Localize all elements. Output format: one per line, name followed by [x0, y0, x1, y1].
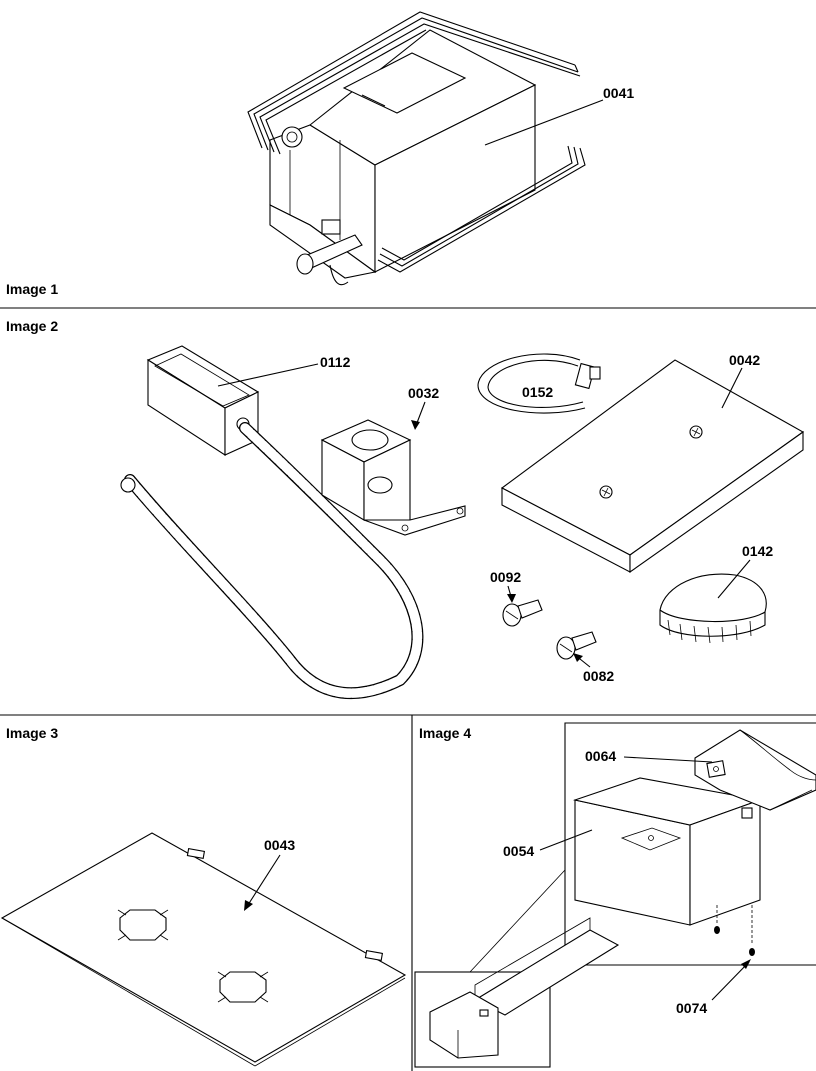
screw-0082	[556, 631, 597, 660]
section-title-image-3: Image 3	[6, 725, 58, 741]
leader-0142	[717, 559, 751, 599]
leader-0112	[217, 363, 319, 387]
callout-0074: 0074	[676, 1000, 707, 1016]
rail-clip	[741, 807, 753, 819]
flexible-conduit	[125, 423, 423, 698]
screws-0074	[714, 905, 755, 956]
wraparound-tubing	[247, 11, 586, 273]
knockout-1	[119, 909, 167, 941]
section-title-image-2: Image 2	[6, 318, 58, 334]
plug-cap-0142	[659, 573, 767, 644]
leader-0054	[539, 829, 593, 851]
plate-top	[0, 832, 407, 1063]
tube-connector	[281, 126, 303, 148]
screw-shank-0082	[571, 631, 597, 651]
knockout-2	[219, 971, 267, 1003]
pipe-elbow	[329, 264, 349, 286]
leader-0043	[245, 854, 281, 909]
callout-0142: 0142	[742, 543, 773, 559]
leader-0064	[623, 756, 713, 763]
rail-0064-top	[694, 729, 816, 811]
box-top-window	[342, 52, 467, 114]
arrow-0043	[244, 900, 253, 911]
bracket-hole-back	[367, 476, 393, 494]
strap-outer	[477, 353, 586, 414]
callout-0032: 0032	[408, 385, 439, 401]
cover-panel-0042	[500, 359, 805, 574]
callout-0152: 0152	[522, 384, 553, 400]
callout-0043: 0043	[264, 837, 295, 853]
bracket-flange	[363, 505, 466, 536]
pipe-end	[296, 253, 314, 275]
callout-0054: 0054	[503, 843, 534, 859]
screw-0092	[502, 599, 543, 627]
leader-0042	[721, 367, 743, 409]
plate-tab-1	[186, 848, 206, 859]
arrow-0082	[573, 653, 583, 662]
callout-0092: 0092	[490, 569, 521, 585]
callout-0064: 0064	[585, 748, 616, 764]
cap-rim	[659, 609, 766, 623]
box-bottom	[269, 204, 377, 279]
detail-bracket-0054	[572, 777, 763, 926]
strap-tab	[589, 366, 601, 380]
rail-pad	[706, 760, 726, 778]
detail-frame	[564, 722, 816, 965]
arrow-0092	[507, 594, 516, 603]
callout-0042: 0042	[729, 352, 760, 368]
callout-0112: 0112	[320, 354, 351, 370]
screw-0074-b	[749, 948, 755, 956]
arrow-0074	[741, 959, 751, 969]
cap-tabs	[667, 619, 752, 644]
overview-frame	[414, 971, 551, 1068]
conduit-end	[120, 477, 136, 493]
zoom-line-1	[469, 869, 566, 973]
screw-0074-a	[714, 926, 720, 934]
bracket-hole-top	[351, 429, 389, 451]
panel-side	[629, 430, 804, 574]
terminal-slot	[321, 219, 341, 235]
window-mark	[361, 94, 386, 107]
cap-body	[659, 573, 767, 637]
leader-0041	[484, 99, 604, 146]
junction-box-0112	[146, 345, 260, 457]
base-plate-0043	[0, 832, 407, 1067]
bracket-0054-side	[689, 799, 761, 926]
section-title-image-1: Image 1	[6, 281, 58, 297]
clamp-strap-0152	[477, 353, 601, 414]
callout-0082: 0082	[583, 668, 614, 684]
arrow-0032	[411, 420, 420, 430]
screw-shank-0092	[517, 599, 543, 619]
detail-rail-0064	[694, 729, 816, 819]
plate-tab-2	[364, 950, 384, 961]
strap-inner	[487, 359, 584, 408]
callout-0041: 0041	[603, 85, 634, 101]
box-front	[374, 84, 536, 273]
section-title-image-4: Image 4	[419, 725, 471, 741]
overview-bracket	[429, 991, 499, 1059]
heater-box-assembly	[247, 11, 586, 286]
leader-0074	[711, 961, 750, 1001]
bracket-0032	[320, 419, 466, 536]
overview-channel	[429, 917, 620, 1059]
